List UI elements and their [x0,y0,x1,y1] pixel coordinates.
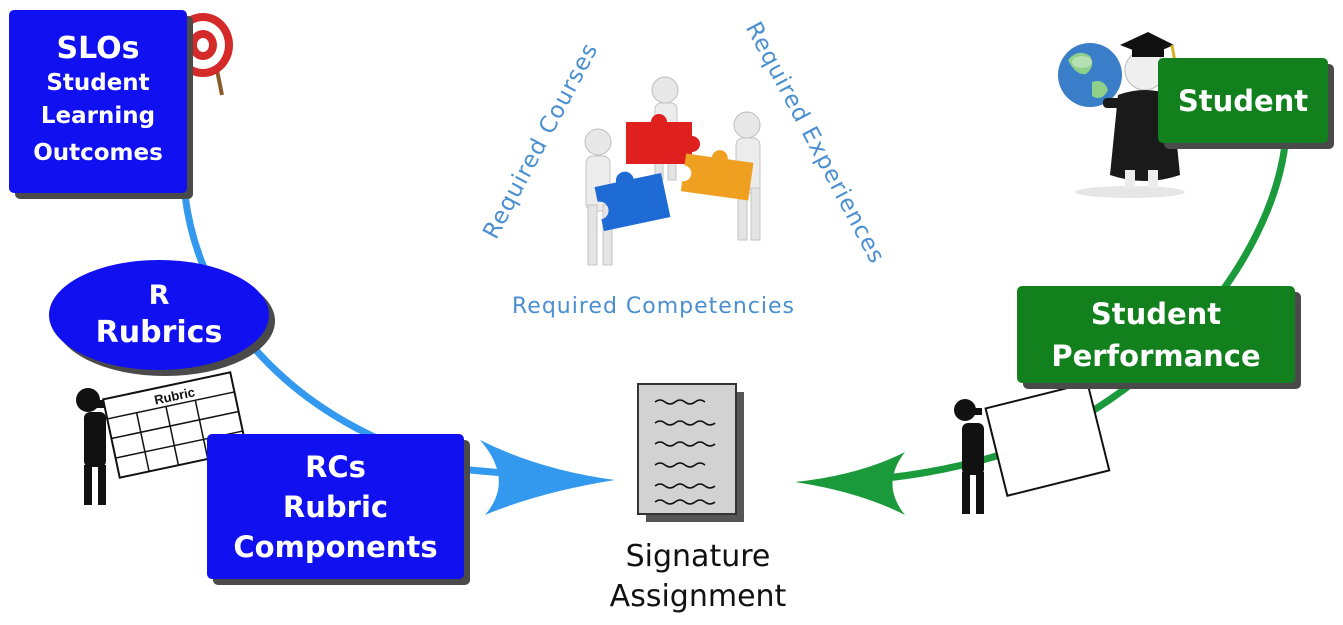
student-label: Student [1177,83,1309,118]
blue-arrowhead [480,440,615,515]
performance-line1: Student [1090,296,1222,331]
student-box: Student [1158,58,1328,143]
graduate-globe-icon [1058,32,1185,198]
slos-line2: Learning [40,102,156,129]
slos-line3: Outcomes [33,139,163,166]
signature-line2: Assignment [609,579,787,614]
rubrics-title: R [148,280,170,311]
rcs-line2: Components [233,529,438,564]
target-icon [173,13,233,96]
green-arrowhead [795,452,905,515]
slos-box: SLOs Student Learning Outcomes [9,10,187,193]
slos-line1: Student [46,69,150,96]
triangle-bottom-label: Required Competencies [512,294,795,319]
signature-assignment-label: Signature Assignment [578,537,818,617]
rcs-title: RCs [305,449,366,484]
blank-sign-figure-icon [954,381,1111,514]
rubrics-ellipse: R Rubrics [49,260,269,370]
signature-line1: Signature [625,539,771,574]
performance-line2: Performance [1051,338,1261,373]
performance-box: Student Performance [1017,286,1295,383]
rubrics-line1: Rubrics [95,315,223,350]
rcs-line1: Rubric [282,489,389,524]
puzzle-team-icon [584,76,761,266]
document-icon [637,383,744,522]
slos-title: SLOs [56,30,140,66]
rcs-box: RCs Rubric Components [207,434,464,579]
